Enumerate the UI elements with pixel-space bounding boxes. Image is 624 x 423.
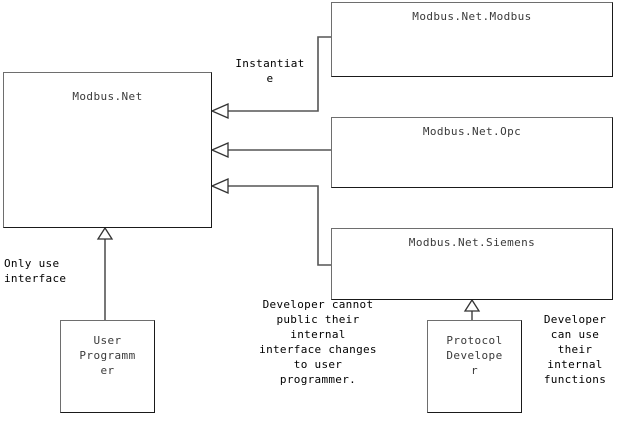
- node-modbus-net-siemens[interactable]: Modbus.Net.Siemens: [331, 228, 613, 300]
- node-modbus-net-modbus-label: Modbus.Net.Modbus: [412, 10, 532, 23]
- arrowhead-user-to-modbus-net: [96, 226, 114, 240]
- node-protocol-developer[interactable]: Protocol Develope r: [427, 320, 522, 413]
- arrowhead-opc-to-modbus-net: [210, 142, 229, 158]
- node-modbus-net-opc-label: Modbus.Net.Opc: [422, 125, 522, 138]
- annotation-instantiate: Instantiat e: [235, 57, 305, 85]
- node-modbus-net[interactable]: Modbus.Net: [3, 72, 212, 228]
- node-modbus-net-modbus[interactable]: Modbus.Net.Modbus: [331, 2, 613, 77]
- node-user-programmer[interactable]: User Programm er: [60, 320, 155, 413]
- node-modbus-net-opc[interactable]: Modbus.Net.Opc: [331, 117, 613, 188]
- node-modbus-net-siemens-label: Modbus.Net.Siemens: [408, 236, 536, 249]
- connector-modbus-to-modbus-net: [226, 36, 331, 112]
- arrowhead-siemens-to-modbus-net: [210, 178, 229, 194]
- connector-siemens-to-modbus-net: [226, 185, 331, 266]
- node-modbus-net-label: Modbus.Net: [72, 90, 143, 103]
- annotation-only-use-interface: Only use interface: [4, 257, 67, 285]
- annotation-developer-can-use-internal: Developer can use their internal functio…: [543, 313, 607, 386]
- annotation-developer-cannot-public: Developer cannot public their internal i…: [259, 298, 377, 386]
- arrowhead-protocol-dev-to-siemens: [463, 298, 481, 312]
- node-user-programmer-label: User Programm er: [79, 334, 136, 377]
- arrowhead-modbus-to-modbus-net: [210, 103, 229, 119]
- node-protocol-developer-label: Protocol Develope r: [446, 334, 503, 377]
